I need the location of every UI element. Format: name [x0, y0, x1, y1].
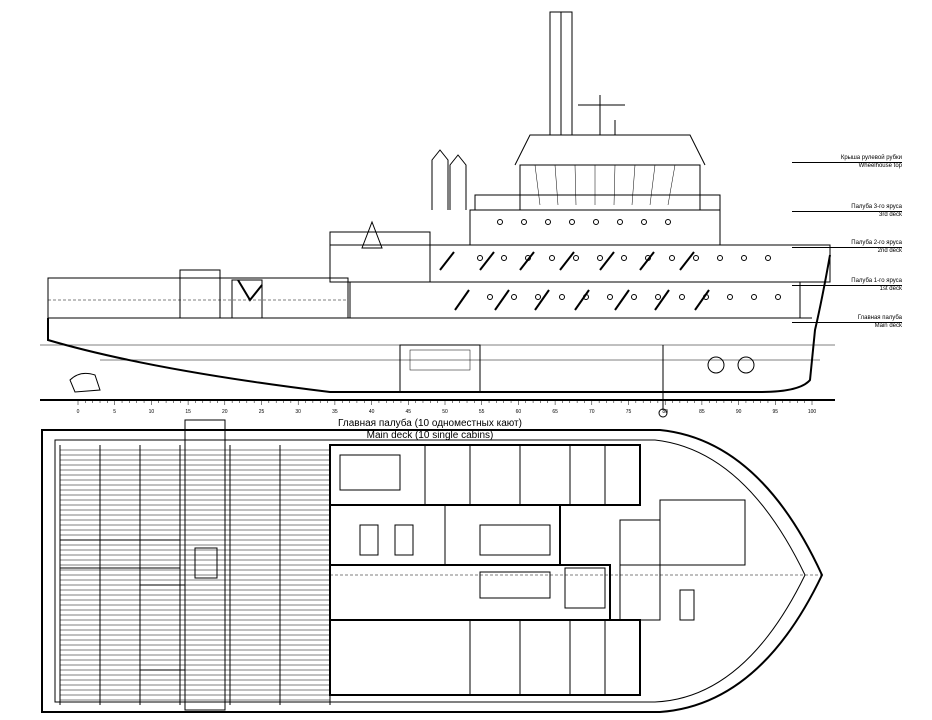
frame-number: 70: [589, 409, 595, 415]
porthole: [521, 219, 527, 225]
frame-number: 10: [149, 409, 155, 415]
frame-number: 5: [113, 409, 116, 415]
frame-number: 0: [77, 409, 80, 415]
deck-label-ru: Палуба 1-го яруса: [792, 278, 902, 286]
frame-number: 25: [259, 409, 265, 415]
frame-number: 60: [516, 409, 522, 415]
porthole: [693, 255, 699, 261]
porthole: [775, 294, 781, 300]
porthole: [741, 255, 747, 261]
third-tier: [469, 209, 721, 246]
porthole: [569, 219, 575, 225]
frame-number: 55: [479, 409, 485, 415]
porthole: [559, 294, 565, 300]
engine: [399, 344, 481, 393]
porthole: [679, 294, 685, 300]
hull-outline: [47, 254, 831, 393]
porthole: [593, 219, 599, 225]
deck-label-2nd-deck: Палуба 2-го яруса 2nd deck: [792, 240, 902, 255]
wheelhouse: [519, 164, 701, 211]
porthole: [717, 255, 723, 261]
porthole: [607, 294, 613, 300]
porthole: [655, 294, 661, 300]
second-tier: [329, 244, 831, 283]
deck-label-ru: Палуба 3-го яруса: [792, 204, 902, 212]
frame-number: 95: [773, 409, 779, 415]
frame-number: 45: [406, 409, 412, 415]
frame-number: 15: [185, 409, 191, 415]
deck-label-3rd-deck: Палуба 3-го яруса 3rd deck: [792, 204, 902, 219]
thruster: [737, 356, 755, 374]
porthole: [665, 219, 671, 225]
deck-label-wheelhouse-top: Крыша рулевой рубки Wheelhouse top: [792, 155, 902, 170]
frame-number: 80: [662, 409, 668, 415]
frame-number: 90: [736, 409, 742, 415]
deck-label-main-deck: Главная палуба Main deck: [792, 315, 902, 330]
plan-view: [41, 419, 824, 713]
propeller: [69, 372, 101, 393]
porthole: [549, 255, 555, 261]
plan-title: Главная палуба (10 одноместных кают) Mai…: [300, 418, 560, 442]
deck-rail: [184, 419, 226, 711]
crane: [231, 279, 263, 319]
first-tier: [349, 281, 801, 319]
porthole: [727, 294, 733, 300]
porthole: [617, 219, 623, 225]
portholes: [439, 219, 781, 311]
accommodation-block: [329, 444, 822, 696]
frame-number: 85: [699, 409, 705, 415]
plan-title-ru: Главная палуба (10 одноместных кают): [338, 418, 522, 429]
deck-label-ru: Крыша рулевой рубки: [792, 155, 902, 163]
frame-number: 65: [552, 409, 558, 415]
porthole: [765, 255, 771, 261]
deck-label-en: 2nd deck: [877, 248, 902, 254]
porthole: [535, 294, 541, 300]
frame-number: 50: [442, 409, 448, 415]
porthole: [487, 294, 493, 300]
plan-title-en: Main deck (10 single cabins): [366, 430, 494, 441]
deck-label-ru: Главная палуба: [792, 315, 902, 323]
frame-number: 20: [222, 409, 228, 415]
deck-label-en: Wheelhouse top: [858, 163, 902, 169]
profile-view: 0 5 10 15 20 25 30 35 40 45 50 55 60 65 70 75 80 85 90 95 10…: [40, 11, 835, 418]
porthole: [511, 294, 517, 300]
porthole: [641, 219, 647, 225]
porthole: [597, 255, 603, 261]
frame-number: 75: [626, 409, 632, 415]
thruster: [707, 356, 725, 374]
porthole: [497, 219, 503, 225]
deck-label-en: 1st deck: [879, 286, 902, 292]
deck-label-1st-deck: Палуба 1-го яруса 1st deck: [792, 278, 902, 293]
frame-number: 40: [369, 409, 375, 415]
porthole: [751, 294, 757, 300]
mast: [549, 11, 625, 136]
porthole: [621, 255, 627, 261]
cargo-deck-grid: [59, 445, 331, 705]
deck-label-ru: Палуба 2-го яруса: [792, 240, 902, 248]
deck-label-en: Main deck: [874, 323, 902, 329]
frame-number: 30: [295, 409, 301, 415]
frame-scale: 0 5 10 15 20 25 30 35 40 45 50 55 60 65 70 75 80 85 90 95 10…: [77, 400, 817, 415]
frame-number: 35: [332, 409, 338, 415]
porthole: [501, 255, 507, 261]
porthole: [477, 255, 483, 261]
porthole: [631, 294, 637, 300]
funnel: [431, 149, 467, 210]
porthole: [669, 255, 675, 261]
porthole: [573, 255, 579, 261]
deck-label-en: 3rd deck: [878, 212, 902, 218]
porthole: [545, 219, 551, 225]
frame-number: 100: [808, 409, 817, 415]
